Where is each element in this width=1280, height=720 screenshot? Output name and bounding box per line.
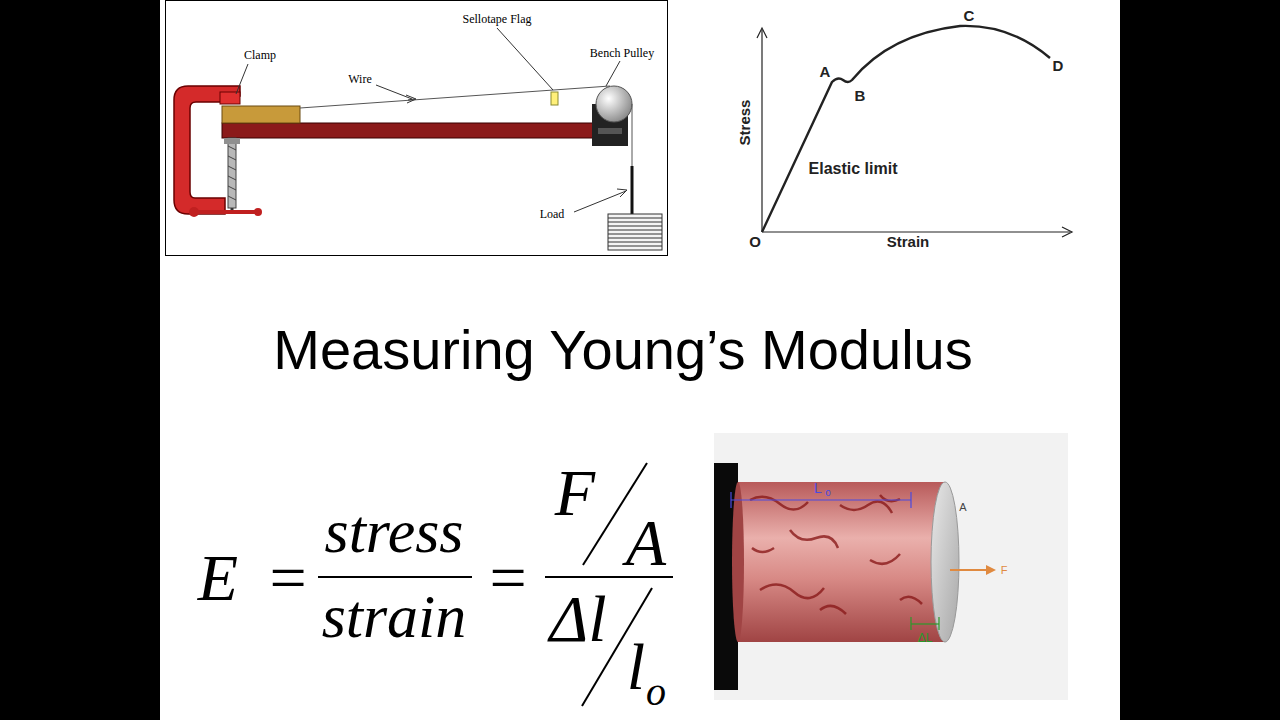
formula-operator: = — [269, 545, 306, 611]
part-label: Load — [540, 208, 565, 220]
part-label: Clamp — [244, 49, 276, 61]
area-label: A — [959, 502, 966, 513]
axis-label: Strain — [887, 234, 930, 249]
slide-ground — [160, 0, 1120, 720]
part-label: Bench Pulley — [590, 47, 654, 59]
axis-label: Stress — [738, 99, 753, 145]
formula-lines — [318, 463, 673, 706]
dimension-subscript: o — [825, 488, 831, 498]
dimension-label: L — [814, 481, 822, 495]
formula-symbol: E — [198, 545, 238, 611]
formula-word: stress — [325, 500, 464, 562]
region-label: Elastic limit — [809, 161, 898, 177]
formula-symbol: A — [626, 510, 666, 576]
cylinder-illustration — [714, 433, 1068, 700]
point-label: B — [855, 88, 866, 103]
formula-subscript: o — [646, 672, 666, 712]
part-label: Wire — [348, 73, 372, 85]
part-label: Sellotape Flag — [463, 13, 532, 25]
extension-label: ΔL — [918, 632, 933, 644]
stress-strain-graph — [757, 26, 1072, 237]
formula-symbol: l — [627, 634, 645, 700]
point-label: C — [964, 8, 975, 23]
apparatus-illustration — [166, 1, 668, 256]
origin-label: O — [749, 234, 761, 249]
point-label: A — [820, 64, 831, 79]
slide-title: Measuring Young’s Modulus — [273, 322, 972, 378]
point-label: D — [1053, 58, 1064, 73]
formula-operator: = — [489, 545, 526, 611]
formula-symbol: F — [555, 460, 595, 526]
formula-symbol: Δl — [549, 586, 606, 652]
formula-word: strain — [322, 585, 467, 647]
force-label: F — [1001, 565, 1008, 576]
